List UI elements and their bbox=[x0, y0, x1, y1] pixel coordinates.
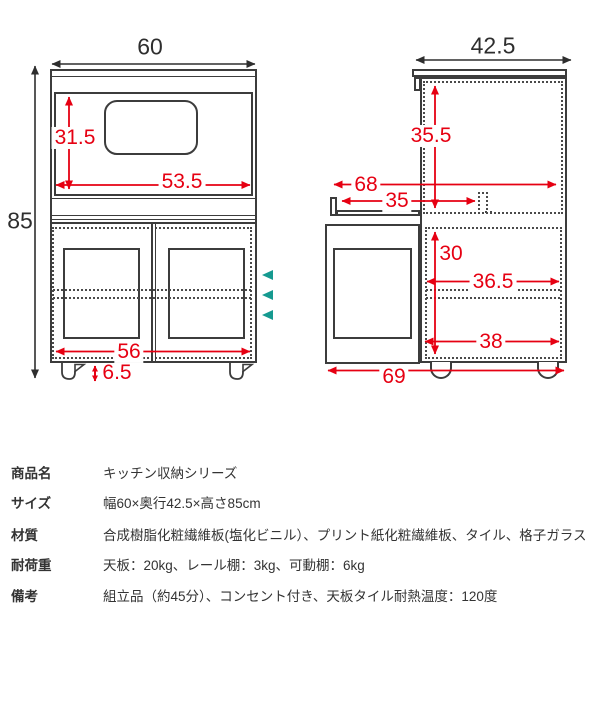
open-door-glass bbox=[333, 247, 412, 339]
spec-label: 材質 bbox=[11, 528, 38, 543]
spec-value: 合成樹脂化粧繊維板(塩化ビニル）、プリント紙化粧繊維板、タイル、格子ガラス bbox=[103, 528, 587, 543]
dim-lower-inner-height-label: 30 bbox=[436, 242, 466, 265]
spec-label: 備考 bbox=[11, 589, 38, 604]
caster-front-left-icon bbox=[61, 363, 87, 380]
caster-front-right-icon bbox=[229, 363, 255, 380]
dim-slide-depth-label: 35 bbox=[382, 189, 412, 213]
slide-shelf-board bbox=[336, 209, 420, 216]
rail-hook-dashed bbox=[477, 192, 488, 210]
counter-band-line-3 bbox=[50, 222, 257, 224]
dim-opening-height-label: 31.5 bbox=[51, 126, 99, 150]
open-door-outline bbox=[325, 224, 420, 364]
spec-value: キッチン収納シリーズ bbox=[103, 466, 238, 481]
side-shelf-position-dash-2 bbox=[426, 296, 560, 299]
dim-front-width-label: 60 bbox=[137, 33, 163, 60]
spec-label: サイズ bbox=[11, 496, 52, 511]
side-lower-dashed-interior bbox=[425, 226, 562, 359]
spec-value: 天板：20kg、レール棚：3kg、可動棚：6kg bbox=[103, 558, 365, 573]
dim-inner-width-label: 56 bbox=[114, 340, 144, 363]
shelf-position-dash-1 bbox=[53, 289, 251, 291]
front-top-band-line bbox=[52, 75, 255, 78]
door-glass-left bbox=[63, 248, 140, 339]
dim-shelf-depth-label: 36.5 bbox=[469, 270, 517, 293]
spec-row-load-capacity: 耐荷重 天板：20kg、レール棚：3kg、可動棚：6kg bbox=[0, 557, 600, 575]
spec-label: 商品名 bbox=[11, 466, 52, 481]
slide-shelf-endcap bbox=[330, 196, 337, 216]
dim-opening-width-label: 53.5 bbox=[158, 170, 206, 194]
spec-row-material: 材質 合成樹脂化粧繊維板(塩化ビニル）、プリント紙化粧繊維板、タイル、格子ガラス bbox=[0, 527, 600, 545]
dim-upper-inner-height-label: 35.5 bbox=[407, 124, 455, 148]
side-body-outline bbox=[419, 77, 567, 363]
door-glass-right bbox=[168, 248, 245, 339]
appliance-opening-window bbox=[104, 100, 198, 155]
spec-row-size: サイズ 幅60×奥行42.5×高さ85cm bbox=[0, 495, 600, 513]
counter-line bbox=[50, 197, 257, 200]
spec-label: 耐荷重 bbox=[11, 558, 52, 573]
dim-front-height-label: 85 bbox=[7, 207, 33, 234]
dim-caster-height-label: 6.5 bbox=[102, 360, 132, 384]
dim-side-depth-label: 42.5 bbox=[470, 32, 516, 59]
caster-side-left-icon bbox=[430, 362, 452, 379]
dim-bottom-depth-label: 38 bbox=[476, 330, 506, 353]
counter-band-line-1 bbox=[50, 214, 257, 217]
door-divider-left bbox=[151, 223, 153, 363]
side-tabletop bbox=[412, 69, 567, 77]
rail-hook-tail bbox=[485, 211, 492, 213]
dim-total-depth-open-label: 69 bbox=[379, 365, 409, 389]
shelf-marker-top-icon bbox=[262, 270, 273, 280]
spec-row-notes: 備考 組立品（約45分）、コンセント付き、天板タイル耐熱温度：120度 bbox=[0, 588, 600, 606]
shelf-marker-bottom-icon bbox=[262, 310, 273, 320]
spec-row-product-name: 商品名 キッチン収納シリーズ bbox=[0, 465, 600, 483]
counter-band-line-2 bbox=[50, 218, 257, 221]
dim-slide-extended-label: 68 bbox=[351, 173, 381, 196]
door-divider-right bbox=[154, 223, 157, 363]
shelf-marker-middle-icon bbox=[262, 290, 273, 300]
caster-side-right-icon bbox=[536, 362, 559, 379]
spec-value: 組立品（約45分）、コンセント付き、天板タイル耐熱温度：120度 bbox=[103, 589, 498, 604]
shelf-position-dash-2 bbox=[53, 296, 251, 299]
spec-value: 幅60×奥行42.5×高さ85cm bbox=[103, 496, 261, 511]
